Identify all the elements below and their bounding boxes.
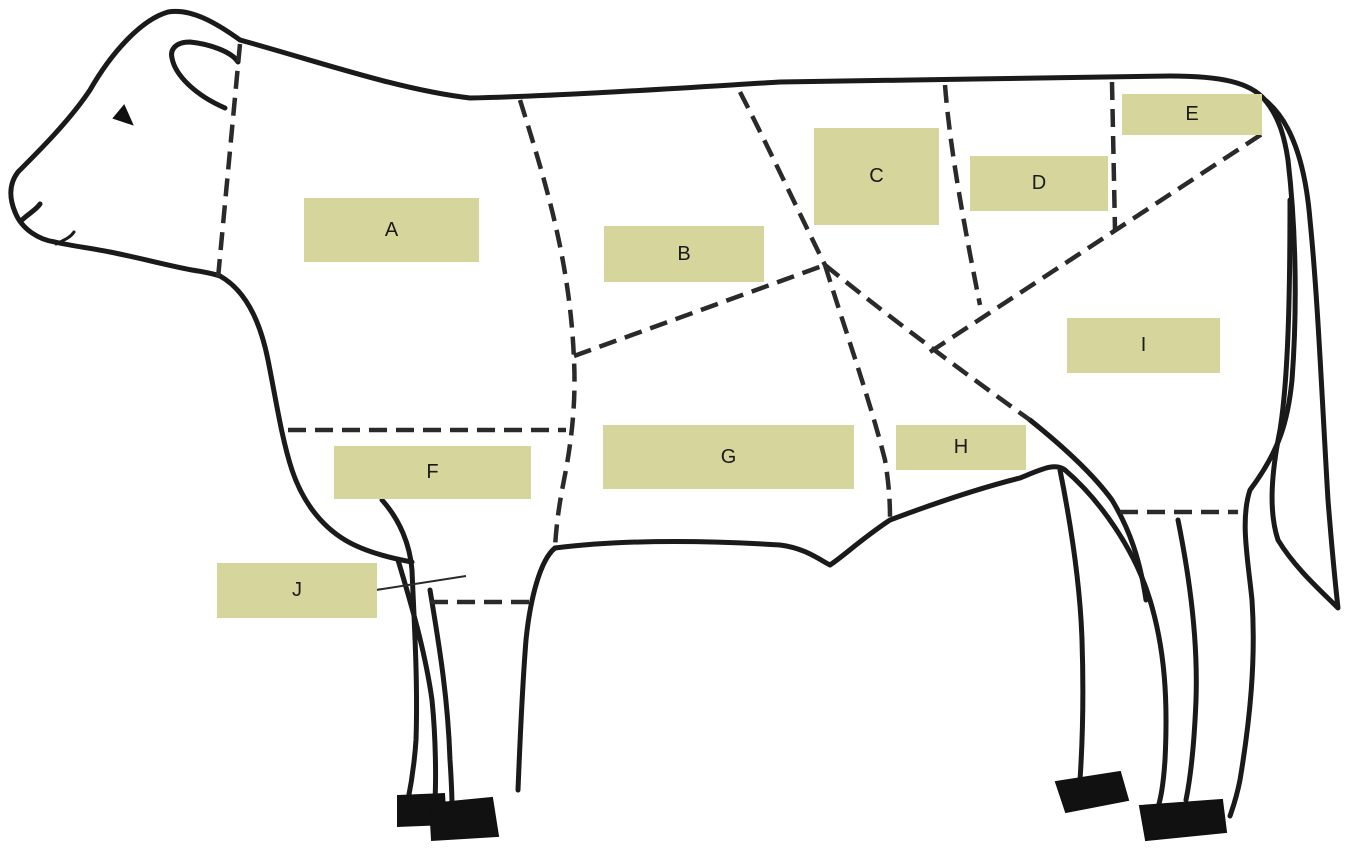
label-g: G <box>603 425 854 489</box>
label-c: C <box>814 128 939 225</box>
rear-hoof-left-icon <box>1056 772 1128 812</box>
cow-tail-outline <box>1265 100 1338 608</box>
cow-head-outline <box>11 11 240 276</box>
label-j: J <box>217 563 377 618</box>
cow-front-leg-right-outline <box>518 548 555 790</box>
cut-line-neck <box>218 44 240 278</box>
rear-hoof-right-icon <box>1140 800 1226 840</box>
cow-nostril-outline <box>22 204 40 220</box>
cow-eye-icon <box>114 106 132 124</box>
cow-front-leg-left-outline <box>382 500 417 800</box>
front-hoof-right-icon <box>430 798 498 840</box>
cow-rear-leg-back-inner <box>1230 160 1295 816</box>
label-d: D <box>970 156 1108 211</box>
label-b: B <box>604 226 764 282</box>
label-e: E <box>1122 94 1262 135</box>
cut-line-d-e <box>1112 82 1115 230</box>
cut-line-j-pointer <box>376 576 466 590</box>
cow-ear-outline <box>172 42 238 108</box>
label-a: A <box>304 198 479 262</box>
label-i: I <box>1067 318 1220 373</box>
cow-chest-outline <box>220 276 412 562</box>
cow-rear-leg-back-inner2 <box>1178 520 1196 800</box>
cow-rear-leg-front-outline <box>1060 470 1083 780</box>
label-h: H <box>896 425 1026 470</box>
cut-line-h-i <box>825 265 1030 420</box>
label-f: F <box>334 446 531 499</box>
